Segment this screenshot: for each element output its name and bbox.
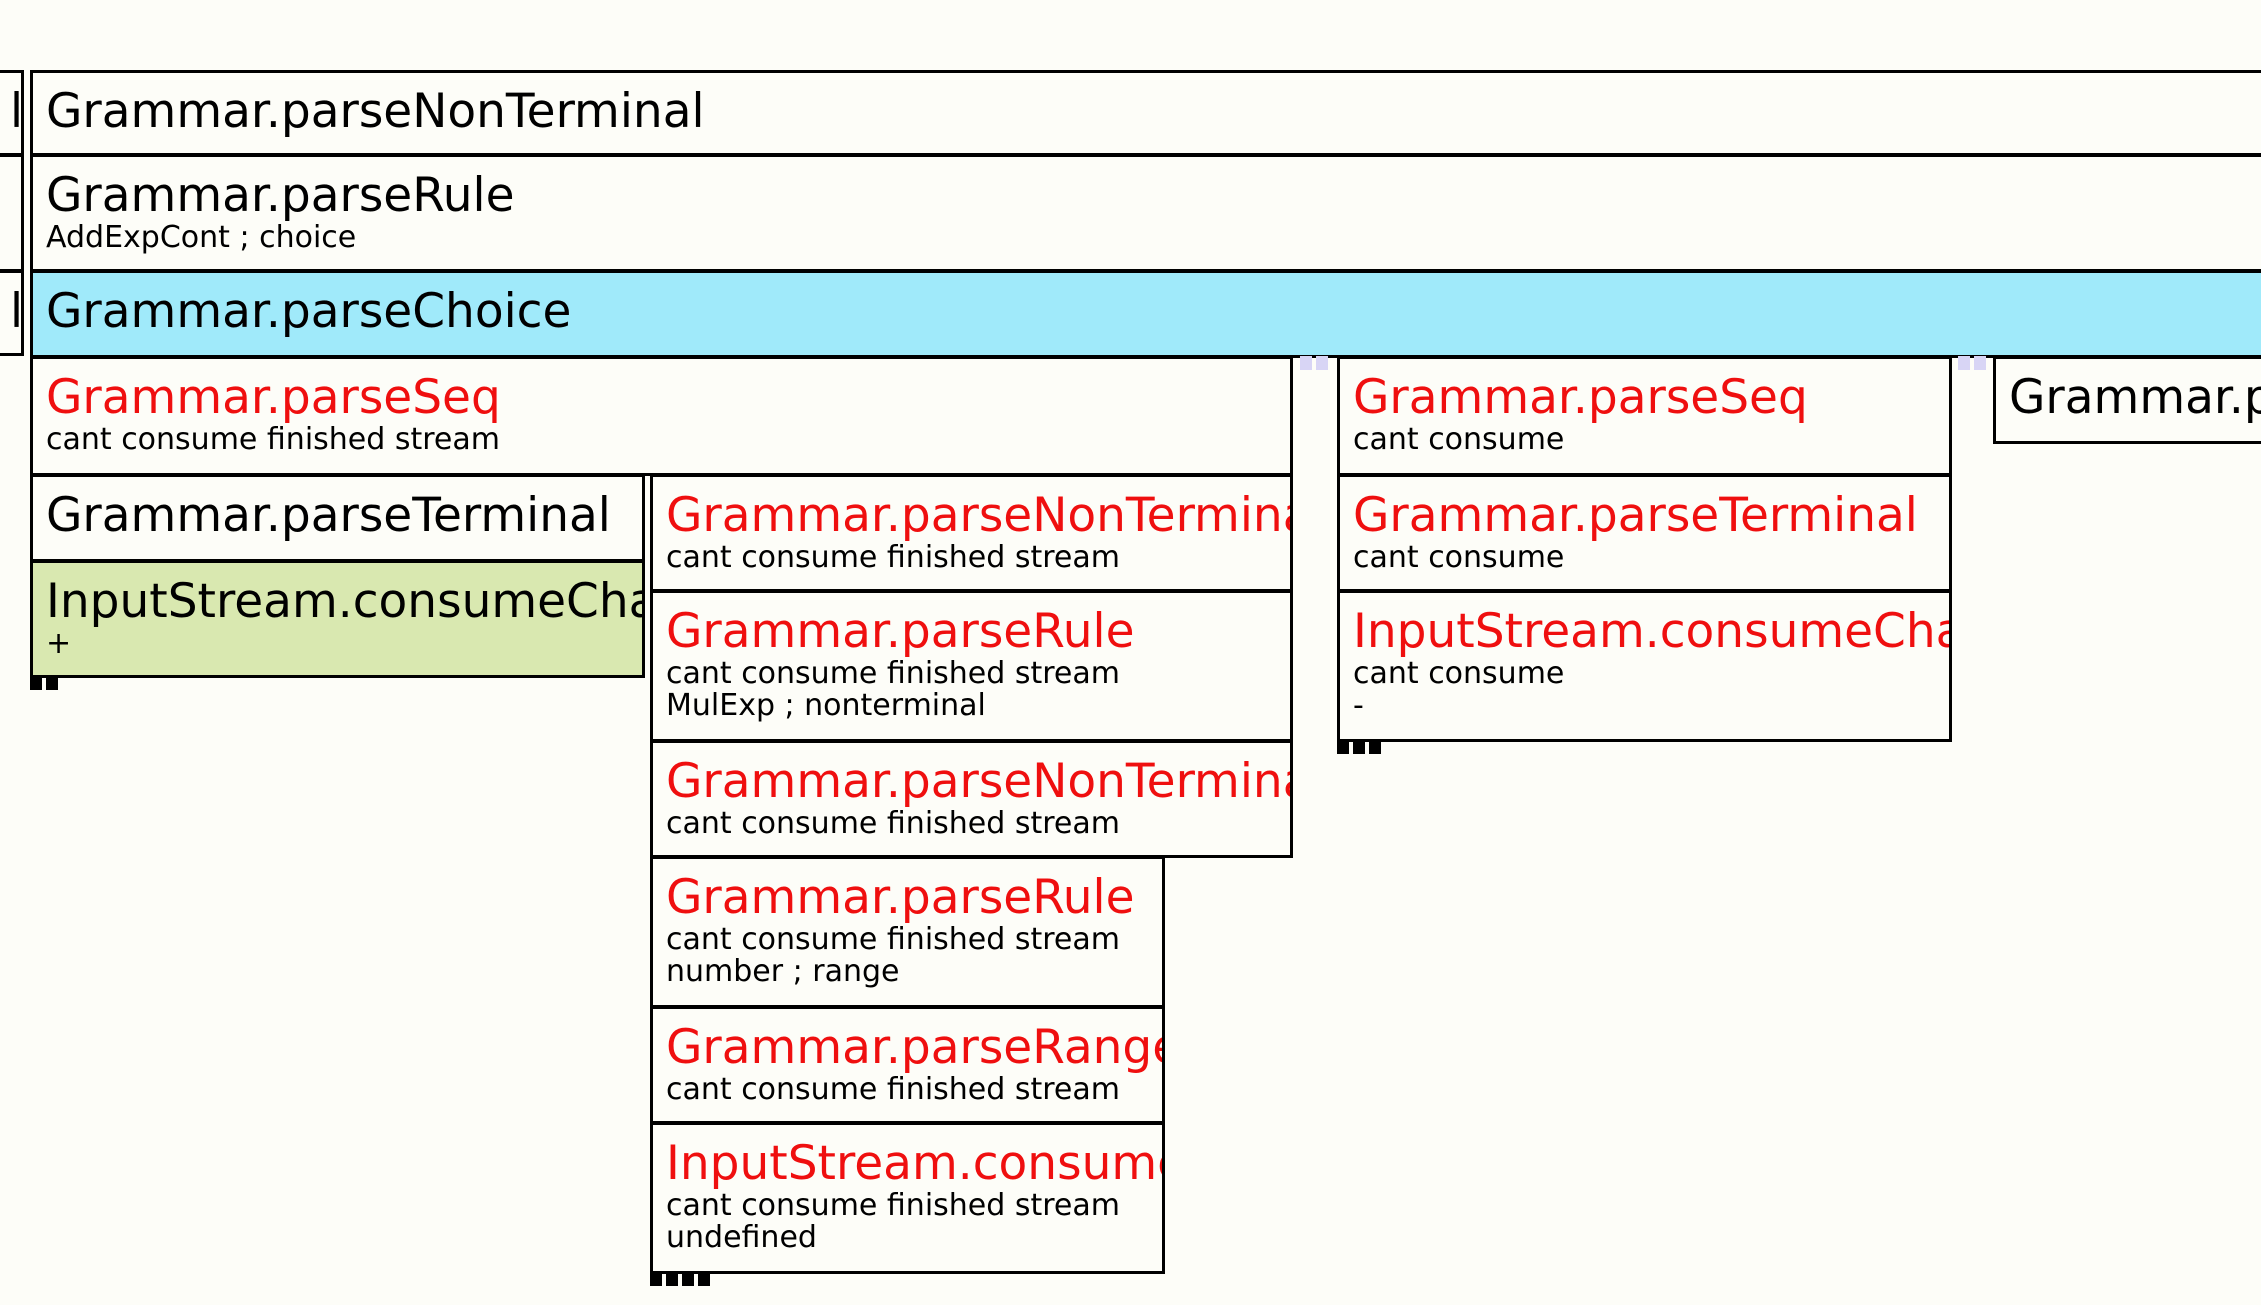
frame-title: Grammar.parseNonTerminal [46, 84, 705, 139]
frame-input-stream-consume[interactable]: InputStream.consume cant consume finishe… [650, 1122, 1165, 1274]
frame-title: Grammar.parseNonTerminal [666, 754, 1293, 809]
frame-parse-nonterminal-top[interactable]: Grammar.parseNonTerminal [30, 70, 2261, 156]
frame-parse-rule-2[interactable]: Grammar.parseRule cant consume finished … [650, 590, 1293, 742]
frame-title: Grammar.pa [2009, 370, 2261, 425]
frame-parse-seq-3-partial[interactable]: Grammar.pa [1993, 356, 2261, 444]
frame-parse-choice-selected[interactable]: Grammar.parseChoice [30, 270, 2261, 358]
sibling-gap-marker [1300, 356, 1328, 370]
frame-title: Grammar.parseRule [666, 604, 1135, 659]
frame-detail: cant consume finished stream [666, 1188, 1120, 1223]
frame-parse-seq-2[interactable]: Grammar.parseSeq cant consume [1337, 356, 1952, 476]
frame-detail: cant consume [1353, 540, 1565, 575]
frame-title: Grammar.parseRange [666, 1020, 1165, 1075]
frame-parse-nonterminal-2[interactable]: Grammar.parseNonTerminal cant consume fi… [650, 474, 1293, 592]
frame-detail: cant consume finished stream [666, 656, 1120, 691]
frame-title: Grammar.parseRule [666, 870, 1135, 925]
frame-parse-seq-1[interactable]: Grammar.parseSeq cant consume finished s… [30, 356, 1293, 476]
frame-detail-2: MulExp ; nonterminal [666, 688, 986, 723]
frame-parse-nonterminal-3[interactable]: Grammar.parseNonTerminal cant consume fi… [650, 740, 1293, 858]
frame-title: InputStream.consume [666, 1136, 1165, 1191]
frame-title: l [10, 84, 24, 139]
collapsed-children-marker[interactable] [650, 1272, 710, 1286]
frame-detail: cant consume finished stream [46, 422, 500, 457]
frame-title: InputStream.consumeChar [46, 574, 645, 629]
frame-detail: cant consume finished stream [666, 540, 1120, 575]
frame-title: Grammar.parseRule [46, 168, 515, 223]
left-edge-frame-1[interactable]: l [0, 70, 24, 156]
sibling-gap-marker [1958, 356, 1986, 370]
frame-detail-2: - [1353, 688, 1364, 723]
frame-title: Grammar.parseChoice [46, 284, 572, 339]
collapsed-children-marker[interactable] [30, 676, 58, 690]
frame-consume-char-1[interactable]: InputStream.consumeChar + [30, 560, 645, 678]
frame-detail-2: number ; range [666, 954, 900, 989]
frame-title: Grammar.parseSeq [1353, 370, 1808, 425]
frame-title: Grammar.parseTerminal [46, 488, 611, 543]
left-edge-frame-2[interactable] [0, 154, 24, 272]
frame-title: Grammar.parseTerminal [1353, 488, 1918, 543]
frame-detail: cant consume finished stream [666, 806, 1120, 841]
frame-detail: cant consume [1353, 656, 1565, 691]
frame-parse-range[interactable]: Grammar.parseRange cant consume finished… [650, 1006, 1165, 1124]
collapsed-children-marker[interactable] [1337, 740, 1381, 754]
frame-detail: cant consume finished stream [666, 922, 1120, 957]
frame-detail-2: undefined [666, 1220, 817, 1255]
frame-detail: cant consume finished stream [666, 1072, 1120, 1107]
frame-parse-rule-3[interactable]: Grammar.parseRule cant consume finished … [650, 856, 1165, 1008]
frame-parse-rule-top[interactable]: Grammar.parseRule AddExpCont ; choice [30, 154, 2261, 272]
frame-detail: AddExpCont ; choice [46, 220, 357, 255]
frame-title: l [10, 284, 24, 339]
frame-title: Grammar.parseNonTerminal [666, 488, 1293, 543]
frame-consume-char-2[interactable]: InputStream.consumeChar cant consume - [1337, 590, 1952, 742]
frame-title: Grammar.parseSeq [46, 370, 501, 425]
frame-parse-terminal-1[interactable]: Grammar.parseTerminal [30, 474, 645, 562]
frame-parse-terminal-2[interactable]: Grammar.parseTerminal cant consume [1337, 474, 1952, 592]
frame-detail: + [46, 626, 72, 661]
frame-title: InputStream.consumeChar [1353, 604, 1952, 659]
left-edge-frame-3[interactable]: l [0, 270, 24, 356]
frame-detail: cant consume [1353, 422, 1565, 457]
